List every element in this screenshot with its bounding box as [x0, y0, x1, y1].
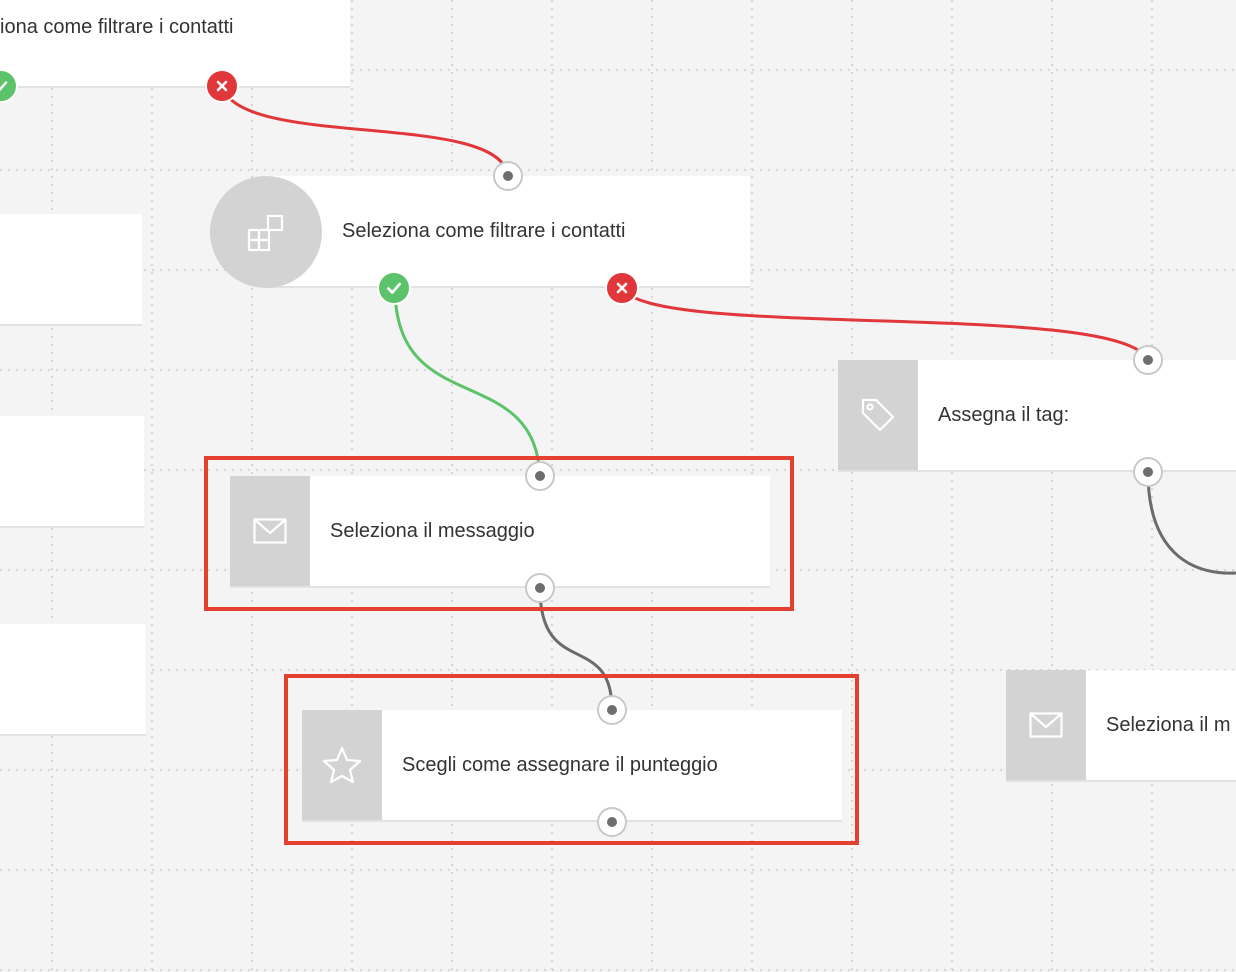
node-filter-contacts[interactable]: Seleziona come filtrare i contatti — [266, 176, 750, 288]
highlight-box-score — [284, 674, 859, 845]
node-label: Assegna il tag: — [938, 403, 1070, 426]
node-left-clipped-2[interactable] — [0, 416, 144, 528]
node-label: Seleziona il messaggio — [330, 519, 535, 542]
output-port[interactable] — [1133, 457, 1163, 487]
node-label: Seleziona come filtrare i contatti — [342, 219, 626, 242]
output-port[interactable] — [597, 807, 627, 837]
node-assign-score[interactable]: Scegli come assegnare il punteggio — [302, 710, 842, 822]
node-label: Scegli come assegnare il punteggio — [402, 753, 718, 776]
output-port[interactable] — [525, 573, 555, 603]
wire-yes-filter-to-message — [393, 287, 542, 477]
input-port[interactable] — [493, 161, 523, 191]
input-port[interactable] — [525, 461, 555, 491]
node-select-message[interactable]: Seleziona il messaggio — [230, 476, 770, 588]
wire-no-filter-to-tag — [620, 287, 1150, 361]
input-port[interactable] — [597, 695, 627, 725]
node-top-filter[interactable]: iona come filtrare i contatti — [0, 0, 350, 88]
node-left-clipped-3[interactable] — [0, 624, 146, 736]
star-icon — [302, 710, 382, 820]
node-left-clipped-1[interactable] — [0, 214, 142, 326]
no-output-icon[interactable] — [605, 271, 639, 305]
node-label: iona come filtrare i contatti — [0, 15, 234, 38]
no-output-icon[interactable] — [205, 69, 239, 103]
wire-tag-to-next — [1146, 471, 1236, 575]
filter-blocks-icon — [210, 176, 322, 288]
node-select-message-right[interactable]: Seleziona il m — [1006, 670, 1236, 782]
envelope-icon — [1006, 670, 1086, 780]
wire-message-to-score — [538, 587, 614, 711]
node-label: Seleziona il m — [1106, 713, 1231, 736]
highlight-box-message — [204, 456, 794, 611]
input-port[interactable] — [1133, 345, 1163, 375]
node-assign-tag[interactable]: Assegna il tag: — [838, 360, 1236, 472]
yes-output-icon[interactable] — [377, 271, 411, 305]
envelope-icon — [230, 476, 310, 586]
wire-no-top-to-filter — [220, 85, 510, 177]
tag-icon — [838, 360, 918, 470]
